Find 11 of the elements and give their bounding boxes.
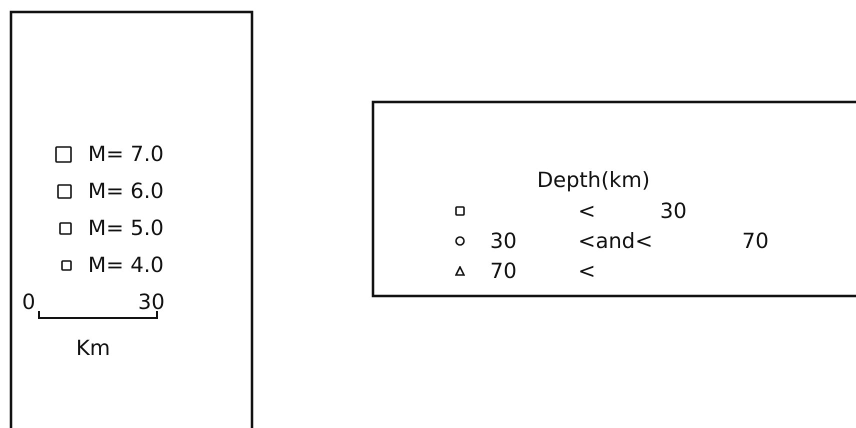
legend-text: 70 <: [490, 259, 597, 283]
scale-value: 30: [138, 290, 165, 314]
legend-text: M= 5.0: [88, 216, 164, 240]
legend-text: M= 7.0: [88, 142, 164, 166]
scale-unit: Km: [76, 336, 110, 360]
legend-text: < 30: [578, 199, 688, 223]
scale-value: 0: [22, 290, 36, 314]
legend-text: M= 4.0: [88, 253, 164, 277]
legend-title: Depth(km): [537, 168, 650, 192]
legend-text: 30 <and< 70: [490, 229, 770, 253]
legend-text: M= 6.0: [88, 179, 164, 203]
